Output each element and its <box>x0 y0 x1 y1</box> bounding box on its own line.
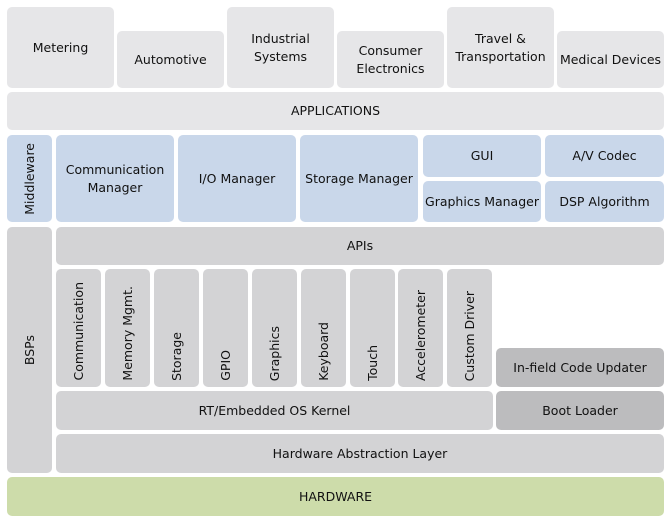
driver-label: Graphics <box>266 325 282 381</box>
in-field-code-updater: In-field Code Updater <box>496 348 664 387</box>
os-kernel-label: RT/Embedded OS Kernel <box>198 402 351 418</box>
dsp-algorithm-label: DSP Algorithm <box>559 193 650 209</box>
av-codec: A/V Codec <box>545 135 664 177</box>
communication-manager-label: Communication Manager <box>65 162 165 195</box>
bsps-side-label: BSPs <box>7 227 52 473</box>
driver-touch: Touch <box>350 269 395 387</box>
driver-communication: Communication <box>56 269 101 387</box>
driver-label: Communication <box>70 282 86 381</box>
apis-layer: APIs <box>56 227 664 265</box>
app-travel-transportation: Travel & Transportation <box>447 7 554 88</box>
driver-label: Custom Driver <box>461 290 477 381</box>
hardware-abstraction-layer: Hardware Abstraction Layer <box>56 434 664 473</box>
driver-label: Touch <box>364 345 380 381</box>
app-metering: Metering <box>7 7 114 88</box>
dsp-algorithm: DSP Algorithm <box>545 181 664 222</box>
gui-label: GUI <box>470 148 494 164</box>
app-industrial-systems: Industrial Systems <box>227 7 334 88</box>
driver-storage: Storage <box>154 269 199 387</box>
graphics-manager: Graphics Manager <box>423 181 541 222</box>
hardware-layer: HARDWARE <box>7 477 664 516</box>
driver-accelerometer: Accelerometer <box>398 269 443 387</box>
driver-custom: Custom Driver <box>447 269 492 387</box>
middleware-side-label: Middleware <box>7 135 52 222</box>
driver-label: GPIO <box>217 350 233 381</box>
middleware-label: Middleware <box>21 142 37 215</box>
storage-manager: Storage Manager <box>300 135 418 222</box>
driver-label: Storage <box>168 332 184 381</box>
driver-gpio: GPIO <box>203 269 248 387</box>
io-manager: I/O Manager <box>178 135 296 222</box>
app-automotive: Automotive <box>117 31 224 88</box>
gui: GUI <box>423 135 541 177</box>
app-consumer-electronics: Consumer Electronics <box>337 31 444 88</box>
app-automotive-label: Automotive <box>134 51 207 67</box>
bsps-label: BSPs <box>21 334 37 366</box>
boot-loader: Boot Loader <box>496 391 664 430</box>
hal-label: Hardware Abstraction Layer <box>272 445 448 461</box>
apis-label: APIs <box>346 238 374 254</box>
app-travel-transportation-label: Travel & Transportation <box>455 31 546 64</box>
driver-label: Memory Mgmt. <box>119 286 135 381</box>
io-manager-label: I/O Manager <box>198 170 276 186</box>
graphics-manager-label: Graphics Manager <box>425 193 539 209</box>
app-industrial-systems-label: Industrial Systems <box>251 31 310 64</box>
app-medical-devices: Medical Devices <box>557 31 664 88</box>
os-kernel: RT/Embedded OS Kernel <box>56 391 493 430</box>
app-metering-label: Metering <box>32 39 89 55</box>
storage-manager-label: Storage Manager <box>305 170 413 186</box>
app-medical-devices-label: Medical Devices <box>559 51 662 67</box>
driver-memory-mgmt: Memory Mgmt. <box>105 269 150 387</box>
in-field-code-updater-label: In-field Code Updater <box>513 359 647 375</box>
communication-manager: Communication Manager <box>56 135 174 222</box>
driver-label: Keyboard <box>315 322 331 381</box>
boot-loader-label: Boot Loader <box>542 402 618 418</box>
app-consumer-electronics-label: Consumer Electronics <box>356 43 425 76</box>
applications-layer-label: APPLICATIONS <box>290 103 381 119</box>
hardware-label: HARDWARE <box>298 488 373 504</box>
driver-keyboard: Keyboard <box>301 269 346 387</box>
driver-label: Accelerometer <box>412 289 428 381</box>
av-codec-label: A/V Codec <box>572 148 637 164</box>
driver-graphics: Graphics <box>252 269 297 387</box>
applications-layer: APPLICATIONS <box>7 92 664 130</box>
